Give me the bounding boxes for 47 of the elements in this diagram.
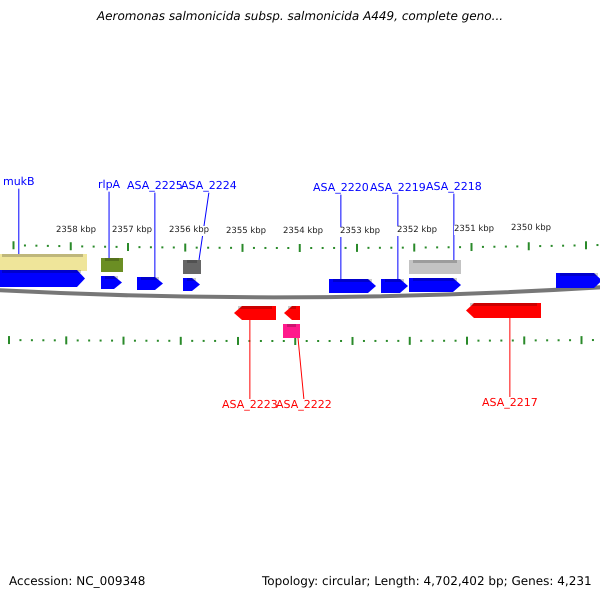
gene-block [0, 270, 85, 287]
feature-bar [409, 260, 461, 274]
scale-label: 2352 kbp [397, 226, 438, 236]
gene-block [329, 279, 376, 293]
feature-bar [101, 258, 123, 272]
gene-label: ASA_2223 [222, 399, 278, 412]
gene-block [381, 279, 408, 293]
gene-block [234, 306, 276, 320]
gene-label: ASA_2224 [181, 180, 237, 193]
feature-bar [283, 324, 300, 338]
scale-label: 2351 kbp [454, 225, 494, 235]
gene-block [137, 277, 163, 290]
leader-line [18, 188, 20, 254]
leader-line [108, 191, 110, 258]
gene-block [409, 278, 461, 292]
leader-line [340, 194, 342, 280]
scale-label: 2358 kbp [56, 226, 96, 236]
scale-label: 2355 kbp [226, 227, 266, 237]
gene-label: ASA_2217 [482, 397, 538, 410]
gene-block [466, 303, 541, 318]
gene-label: ASA_2218 [426, 181, 482, 194]
feature-bar [0, 254, 87, 271]
leader-line [298, 338, 304, 400]
leader-line [397, 194, 398, 280]
leader-line [154, 192, 156, 278]
leader-line [453, 193, 454, 260]
scale-label: 2356 kbp [169, 226, 210, 236]
gene-label: ASA_2220 [313, 182, 369, 195]
gene-label: ASA_2219 [370, 182, 426, 195]
footer-text: Accession: NC_009348 [9, 575, 146, 589]
scale-label: 2357 kbp [112, 226, 152, 236]
leader-line [249, 320, 250, 400]
gene-label: rlpA [98, 179, 120, 192]
scale-label: 2350 kbp [511, 224, 552, 234]
feature-bar [183, 260, 201, 274]
title: Aeromonas salmonicida subsp. salmonicida A449, complete geno... [95, 10, 504, 24]
gene-block [556, 273, 600, 288]
scale-label: 2354 kbp [283, 227, 324, 237]
gene-label: ASA_2222 [276, 399, 332, 412]
gene-label: mukB [3, 176, 35, 189]
gene-block [284, 306, 300, 320]
gene-block [183, 278, 200, 291]
scale-label: 2353 kbp [340, 227, 380, 237]
gene-label: ASA_2225 [127, 180, 183, 193]
leader-line [509, 318, 510, 398]
footer-text: Topology: circular; Length: 4,702,402 bp; Genes: 4,231 [262, 575, 592, 589]
gene-block [101, 276, 122, 289]
